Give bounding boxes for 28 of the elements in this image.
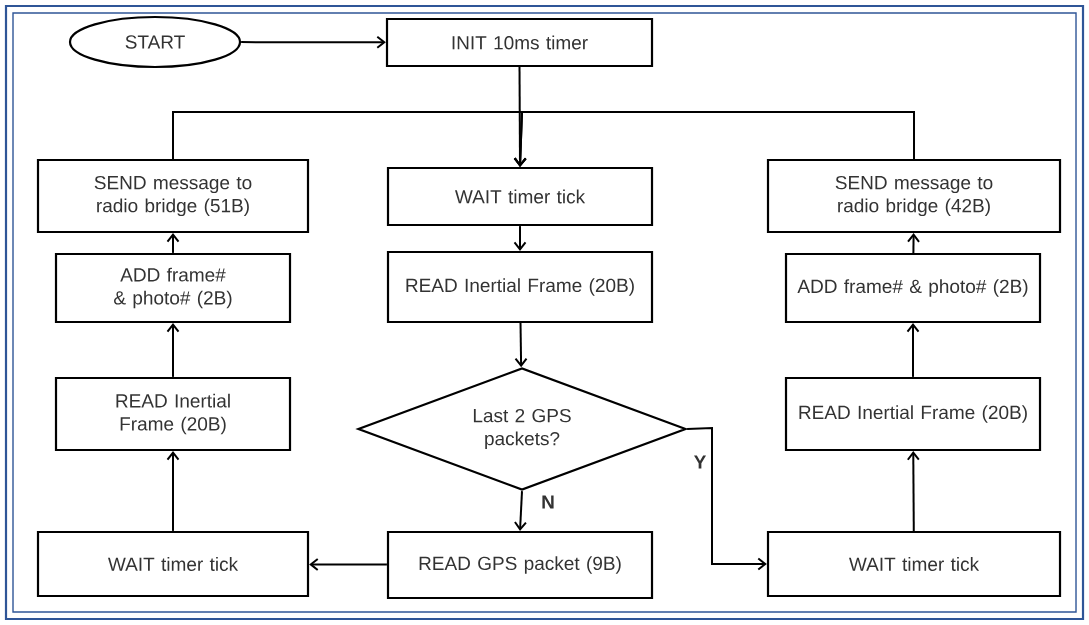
process-box: READ Inertial Frame (20B) <box>54 376 292 452</box>
process-box: WAIT timer tick <box>36 530 310 598</box>
arrow <box>309 557 388 571</box>
arrow <box>166 323 180 378</box>
edge-label: N <box>540 494 556 510</box>
arrow <box>513 111 915 167</box>
process-box: SEND message to radio bridge (42B) <box>766 158 1062 234</box>
arrow <box>514 322 528 368</box>
arrow <box>513 225 527 251</box>
process-box: WAIT timer tick <box>766 530 1062 598</box>
process-box: ADD frame# & photo# (2B) <box>54 252 292 324</box>
arrow <box>166 451 180 532</box>
arrow <box>907 233 920 254</box>
edge-label: Y <box>692 454 708 470</box>
arrow <box>513 66 527 167</box>
process-box: WAIT timer tick <box>386 166 654 227</box>
arrow <box>240 35 386 49</box>
process-box: ADD frame# & photo# (2B) <box>784 252 1042 324</box>
arrow <box>906 451 920 532</box>
arrow <box>513 490 527 531</box>
arrow <box>166 233 180 254</box>
process-box: READ Inertial Frame (20B) <box>386 250 654 324</box>
process-box: INIT 10ms timer <box>385 17 654 68</box>
arrow <box>906 323 920 378</box>
process-box: READ Inertial Frame (20B) <box>784 376 1042 452</box>
process-box: READ GPS packet (9B) <box>386 530 654 600</box>
process-box: SEND message to radio bridge (51B) <box>36 158 310 234</box>
arrow <box>686 426 767 571</box>
